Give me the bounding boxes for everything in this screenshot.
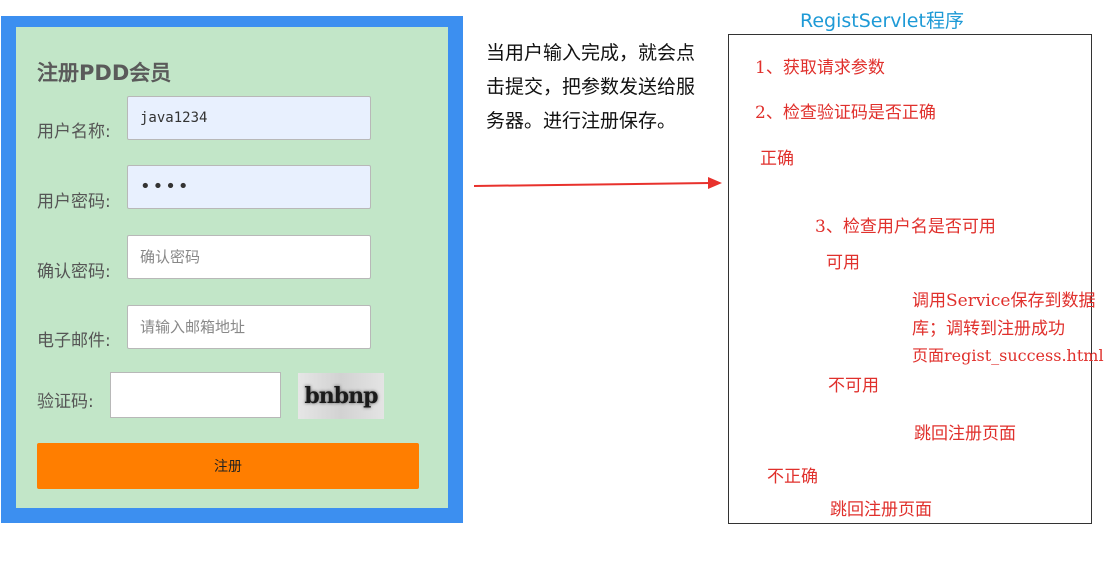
back-to-register-1: 跳回注册页面 [914,424,1016,444]
flow-arrow [473,177,722,189]
confirm-password-field[interactable]: 确认密码 [127,235,371,279]
form-title: 注册PDD会员 [37,61,172,85]
flow-description: 当用户输入完成，就会点击提交，把参数发送给服务器。进行注册保存。 [486,42,696,132]
username-field[interactable]: java1234 [127,96,371,140]
save-step-line-2: 库；调转到注册成功 [912,319,1065,339]
branch-correct: 正确 [760,149,794,169]
step-check-username: 3、检查用户名是否可用 [815,217,996,237]
confirm-password-placeholder: 确认密码 [140,248,201,266]
password-field[interactable]: •••• [127,165,371,209]
username-value: java1234 [140,110,208,126]
step-check-captcha: 2、检查验证码是否正确 [755,103,936,123]
step-get-params: 1、获取请求参数 [755,58,885,78]
email-label: 电子邮件: [37,331,111,351]
email-placeholder: 请输入邮箱地址 [140,318,246,336]
servlet-title: RegistServlet程序 [800,10,964,32]
email-field[interactable]: 请输入邮箱地址 [127,305,371,349]
branch-not-available: 不可用 [828,376,879,396]
save-step-line-1: 调用Service保存到数据 [912,291,1096,311]
captcha-label: 验证码: [37,392,94,412]
register-button[interactable]: 注册 [37,443,419,489]
captcha-field[interactable] [110,372,281,418]
password-value: •••• [140,176,191,197]
save-step-line-3: 页面regist_success.html [912,346,1104,365]
captcha-image[interactable]: bnbnp [298,373,384,419]
password-label: 用户密码: [37,192,111,212]
registration-form: 注册PDD会员 用户名称: java1234 用户密码: •••• 确认密码: … [16,27,448,508]
username-label: 用户名称: [37,122,111,142]
back-to-register-2: 跳回注册页面 [830,500,932,520]
confirm-password-label: 确认密码: [37,262,111,282]
branch-incorrect: 不正确 [767,467,818,487]
servlet-flow-box [728,34,1092,524]
branch-available: 可用 [826,253,860,273]
registration-form-frame: 注册PDD会员 用户名称: java1234 用户密码: •••• 确认密码: … [1,16,463,523]
